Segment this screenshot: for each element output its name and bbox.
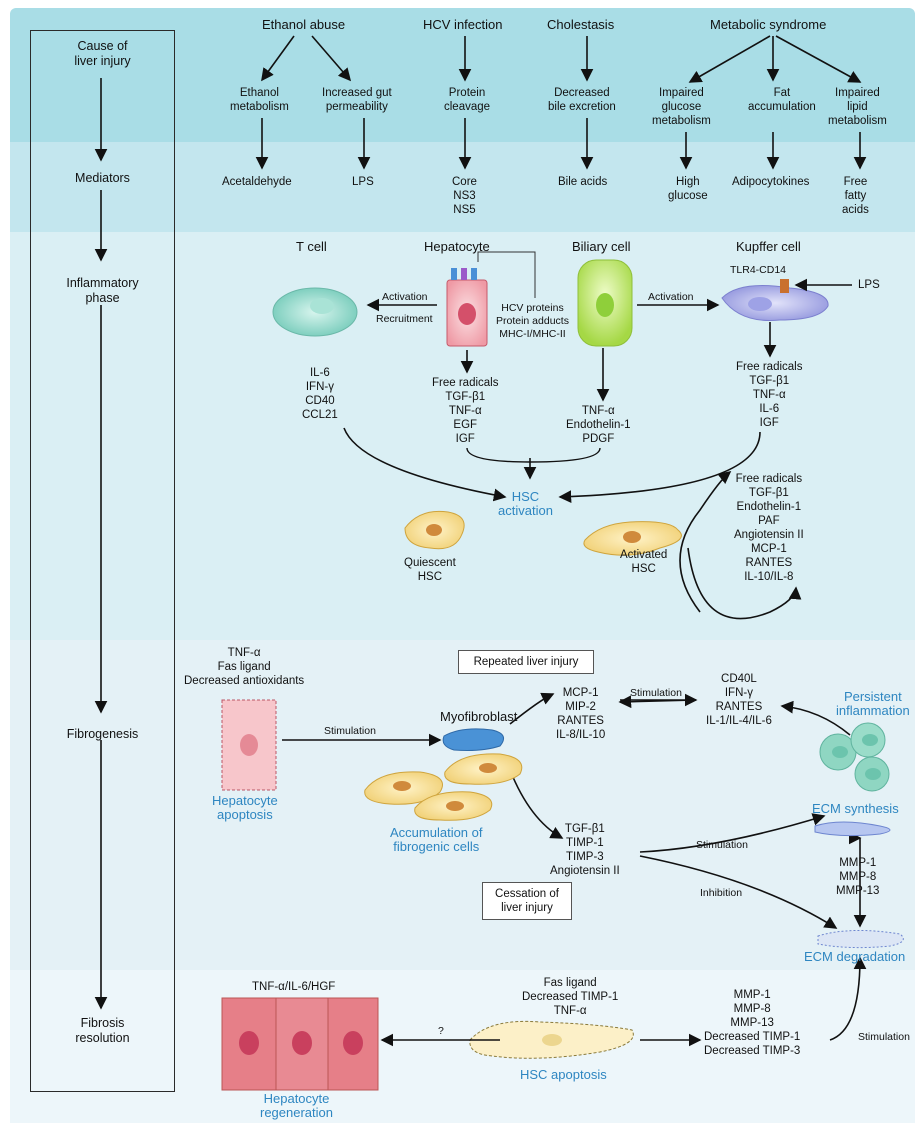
label-activation-left: Activation	[382, 291, 428, 303]
process-fat: Fat accumulation	[748, 87, 816, 113]
cause-metabolic: Metabolic syndrome	[710, 17, 827, 32]
label-biliary: Biliary cell	[572, 239, 631, 254]
stage-resolution: Fibrosis resolution	[75, 1016, 130, 1045]
stage-inflammatory: Inflammatory phase	[66, 276, 139, 305]
label-stimulation-1: Stimulation	[324, 725, 376, 737]
process-ethanol-metabolism: Ethanol metabolism	[230, 87, 289, 113]
mediator-ffa: Free fatty acids	[842, 176, 869, 216]
mediator-high-glucose: High glucose	[668, 176, 708, 202]
tgf-factors: TGF-β1 TIMP-1 TIMP-3 Angiotensin II	[550, 823, 620, 877]
label-accumulation: Accumulation of fibrogenic cells	[390, 825, 483, 854]
stage-cause: Cause of liver injury	[74, 39, 131, 68]
autocrine-factors: Free radicals TGF-β1 Endothelin-1 PAF An…	[734, 473, 804, 583]
hepatocyte-regeneration: Hepatocyte regeneration	[260, 1091, 333, 1120]
process-gut: Increased gut permeability	[322, 87, 392, 113]
hepatocyte-factors: Free radicals TGF-β1 TNF-α EGF IGF	[432, 377, 499, 445]
label-stimulation-4: Stimulation	[858, 1031, 910, 1043]
cause-ethanol: Ethanol abuse	[262, 17, 346, 32]
label-tlr: TLR4-CD14	[730, 264, 787, 276]
repeated-injury-box: Repeated liver injury	[458, 650, 594, 674]
mediator-lps: LPS	[352, 176, 374, 188]
label-tcell: T cell	[296, 239, 327, 254]
process-glucose: Impaired glucose metabolism	[652, 87, 711, 127]
stage-mediators: Mediators	[75, 171, 130, 185]
mmp-list: MMP-1 MMP-8 MMP-13	[836, 857, 880, 897]
hsc-apoptosis: HSC apoptosis	[520, 1067, 607, 1082]
hepatocyte-apoptosis: Hepatocyte apoptosis	[212, 793, 278, 822]
label-activation-right: Activation	[648, 291, 694, 303]
tcell-factors: IL-6 IFN-γ CD40 CCL21	[302, 367, 338, 421]
label-kupffer: Kupffer cell	[736, 239, 801, 254]
mediator-adipocytokines: Adipocytokines	[732, 176, 810, 188]
resolution-mmp-list: MMP-1 MMP-8 MMP-13 Decreased TIMP-1 Decr…	[704, 989, 801, 1057]
hsc-apoptosis-triggers: Fas ligand Decreased TIMP-1 TNF-α	[522, 977, 619, 1017]
label-lps-input: LPS	[858, 279, 880, 291]
label-activated-hsc: Activated HSC	[620, 549, 668, 575]
stage-fibrogenesis: Fibrogenesis	[66, 727, 139, 741]
process-lipid: Impaired lipid metabolism	[828, 87, 887, 127]
chemokines: MCP-1 MIP-2 RANTES IL-8/IL-10	[556, 687, 606, 741]
cessation-box: Cessation of liver injury	[482, 882, 572, 920]
apoptosis-triggers: TNF-α Fas ligand Decreased antioxidants	[184, 647, 305, 687]
label-hepatocyte: Hepatocyte	[424, 239, 490, 254]
mediator-core: Core NS3 NS5	[452, 176, 477, 216]
label-recruitment: Recruitment	[376, 313, 433, 325]
ecm-synthesis: ECM synthesis	[812, 801, 899, 816]
hsc-activation: HSC activation	[498, 489, 553, 518]
label-myofibroblast: Myofibroblast	[440, 709, 518, 724]
mediator-acetaldehyde: Acetaldehyde	[222, 176, 292, 188]
band-resolution	[10, 970, 915, 1123]
label-inhibition: Inhibition	[700, 887, 743, 899]
cause-cholestasis: Cholestasis	[547, 17, 615, 32]
process-protein: Protein cleavage	[444, 87, 491, 113]
growth-factors: TNF-α/IL-6/HGF	[252, 981, 336, 993]
ecm-degradation: ECM degradation	[804, 949, 906, 964]
cytokines: CD40L IFN-γ RANTES IL-1/IL-4/IL-6	[706, 673, 772, 727]
stage-panel: Cause of liver injury Mediators Inflamma…	[30, 30, 175, 1092]
mediator-bile-acids: Bile acids	[558, 176, 608, 188]
label-stimulation-3: Stimulation	[696, 839, 748, 851]
persistent-inflammation: Persistent inflammation	[836, 689, 910, 718]
kupffer-factors: Free radicals TGF-β1 TNF-α IL-6 IGF	[736, 361, 803, 429]
cause-hcv: HCV infection	[423, 17, 503, 32]
label-stimulation-2: Stimulation	[630, 687, 682, 699]
process-bile: Decreased bile excretion	[548, 87, 616, 113]
biliary-factors: TNF-α Endothelin-1 PDGF	[566, 405, 631, 445]
label-hcv-proteins: HCV proteins Protein adducts MHC-I/MHC-I…	[496, 302, 569, 340]
label-question: ?	[438, 1025, 444, 1037]
label-quiescent-hsc: Quiescent HSC	[404, 557, 456, 583]
